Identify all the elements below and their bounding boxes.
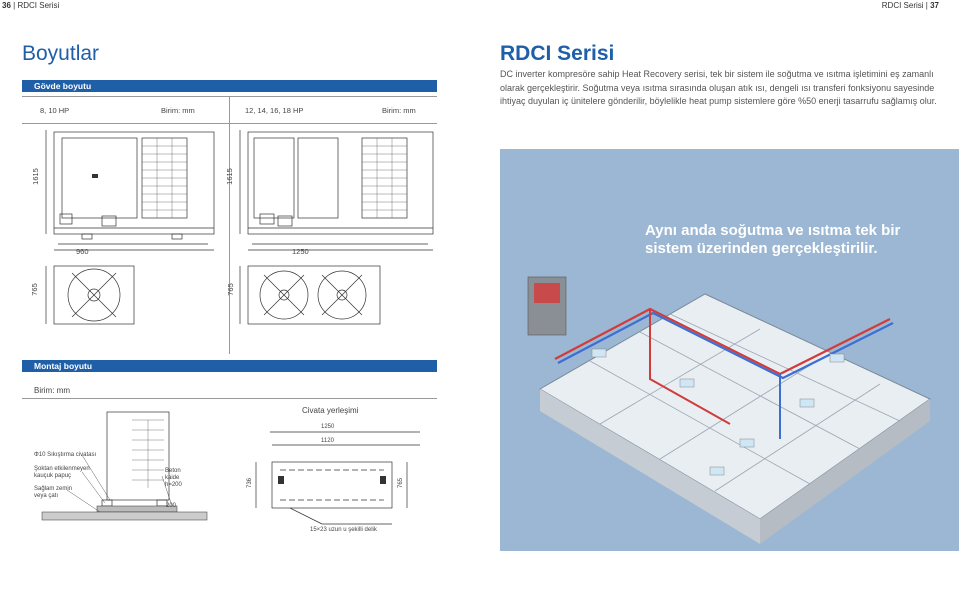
right-header-label: RDCI Serisi — [881, 1, 924, 10]
left-header-label: RDCI Serisi — [17, 1, 60, 10]
left-page-header: 36 | RDCI Serisi — [2, 0, 59, 12]
unit-a-unit: Birim: mm — [161, 106, 195, 115]
base-height-label: 200 — [166, 503, 177, 509]
width-a-label: 960 — [76, 247, 89, 256]
page-title-left: Boyutlar — [22, 42, 100, 65]
ground-label-1: Sağlam zemin — [34, 486, 73, 492]
slogan: Aynı anda soğutma ve ısıtma tek bir sist… — [645, 222, 901, 257]
right-page-number: 37 — [930, 1, 939, 10]
header-separator-right: | — [925, 1, 928, 10]
height-a-label: 1615 — [30, 168, 40, 185]
unit-a-top-drawing — [45, 265, 135, 325]
pad-label-1: Şoktan etkilenmeyen — [34, 466, 90, 472]
mounting-unit: Birim: mm — [34, 386, 70, 395]
intro-paragraph: DC inverter kompresöre sahip Heat Recove… — [500, 69, 937, 107]
unit-b-front-drawing — [239, 130, 434, 245]
page-title-right: RDCI Serisi — [500, 42, 615, 65]
table-divider — [229, 96, 230, 354]
unit-b-unit: Birim: mm — [382, 106, 416, 115]
pad-label-2: kauçuk papuç — [34, 473, 72, 479]
bolt-inner-dim: 1120 — [321, 438, 334, 444]
body-size-band: Gövde boyutu — [22, 80, 437, 92]
unit-b-top-drawing — [239, 265, 381, 325]
bolt-label: Φ10 Sıkıştırma civatası — [34, 452, 97, 458]
depth-b-label: 765 — [225, 283, 235, 296]
bolt-depth-right: 765 — [398, 477, 405, 489]
base-label-3: h=200 — [165, 482, 182, 488]
unit-a-front-drawing — [45, 130, 215, 245]
mounting-drawing — [41, 411, 420, 525]
building-illustration — [527, 276, 931, 544]
base-label-2: kaide — [165, 475, 180, 481]
bolt-outer-dim: 1250 — [321, 424, 335, 430]
bolt-layout-title: Civata yerleşimi — [302, 406, 359, 415]
bolt-depth-left: 736 — [247, 477, 254, 489]
width-b-label: 1250 — [292, 247, 309, 256]
mounting-divider — [22, 398, 437, 399]
base-label-1: Beton — [165, 468, 181, 474]
unit-a-label: 8, 10 HP — [40, 106, 70, 115]
header-separator: | — [13, 1, 16, 10]
body-dimension-drawings — [45, 130, 434, 325]
depth-a-label: 765 — [29, 283, 39, 296]
mounting-band: Montaj boyutu — [22, 360, 437, 372]
right-page-header: RDCI Serisi | 37 — [882, 0, 939, 12]
height-b-label: 1615 — [224, 168, 234, 185]
unit-b-label: 12, 14, 16, 18 HP — [245, 106, 304, 115]
ground-label-2: veya çatı — [34, 493, 59, 499]
system-illustration — [500, 149, 959, 551]
left-page-number: 36 — [2, 1, 11, 10]
hole-note: 15×23 uzun u şekilli delik — [310, 527, 377, 533]
